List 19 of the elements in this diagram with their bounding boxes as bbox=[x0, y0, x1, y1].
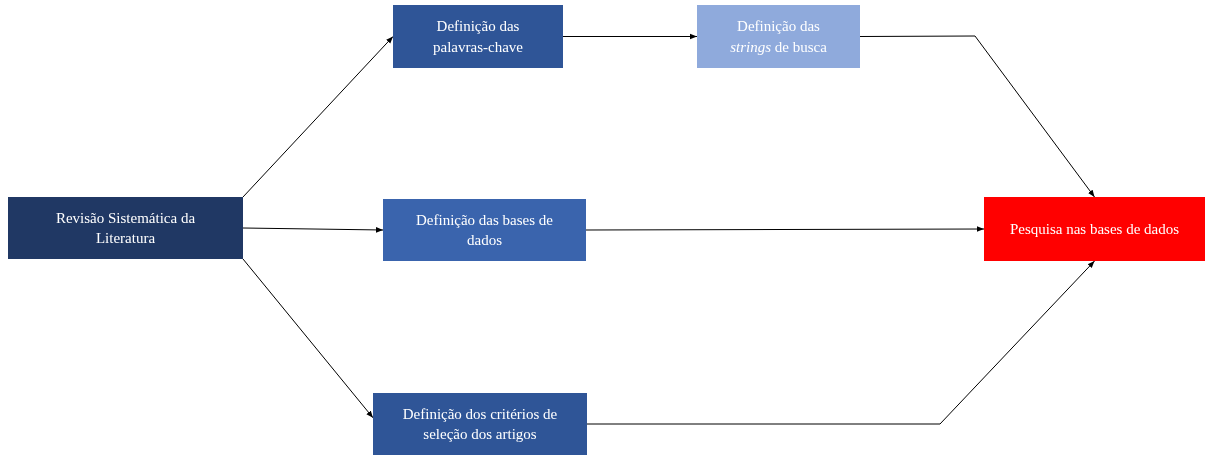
box-label: Revisão Sistemática da Literatura bbox=[54, 208, 197, 248]
box-label: Definição dos critérios de seleção dos artigos bbox=[401, 404, 559, 444]
arrow bbox=[242, 227, 384, 233]
box-label: Definição das strings de busca bbox=[729, 17, 828, 57]
box-label: Pesquisa nas bases de dados bbox=[1009, 219, 1180, 239]
arrow bbox=[562, 33, 698, 40]
process-box bbox=[984, 197, 1205, 261]
process-box bbox=[393, 5, 563, 68]
arrow bbox=[242, 258, 374, 419]
box-label: Definição das palavras-chave bbox=[432, 17, 524, 57]
box-label: Definição das bases de dados bbox=[415, 210, 554, 250]
arrow bbox=[859, 35, 1095, 198]
process-box bbox=[8, 197, 243, 259]
arrow bbox=[586, 260, 1095, 425]
process-box bbox=[373, 393, 587, 455]
arrow bbox=[242, 36, 394, 198]
arrow bbox=[585, 226, 985, 232]
process-box bbox=[383, 199, 586, 261]
process-box bbox=[697, 5, 860, 68]
